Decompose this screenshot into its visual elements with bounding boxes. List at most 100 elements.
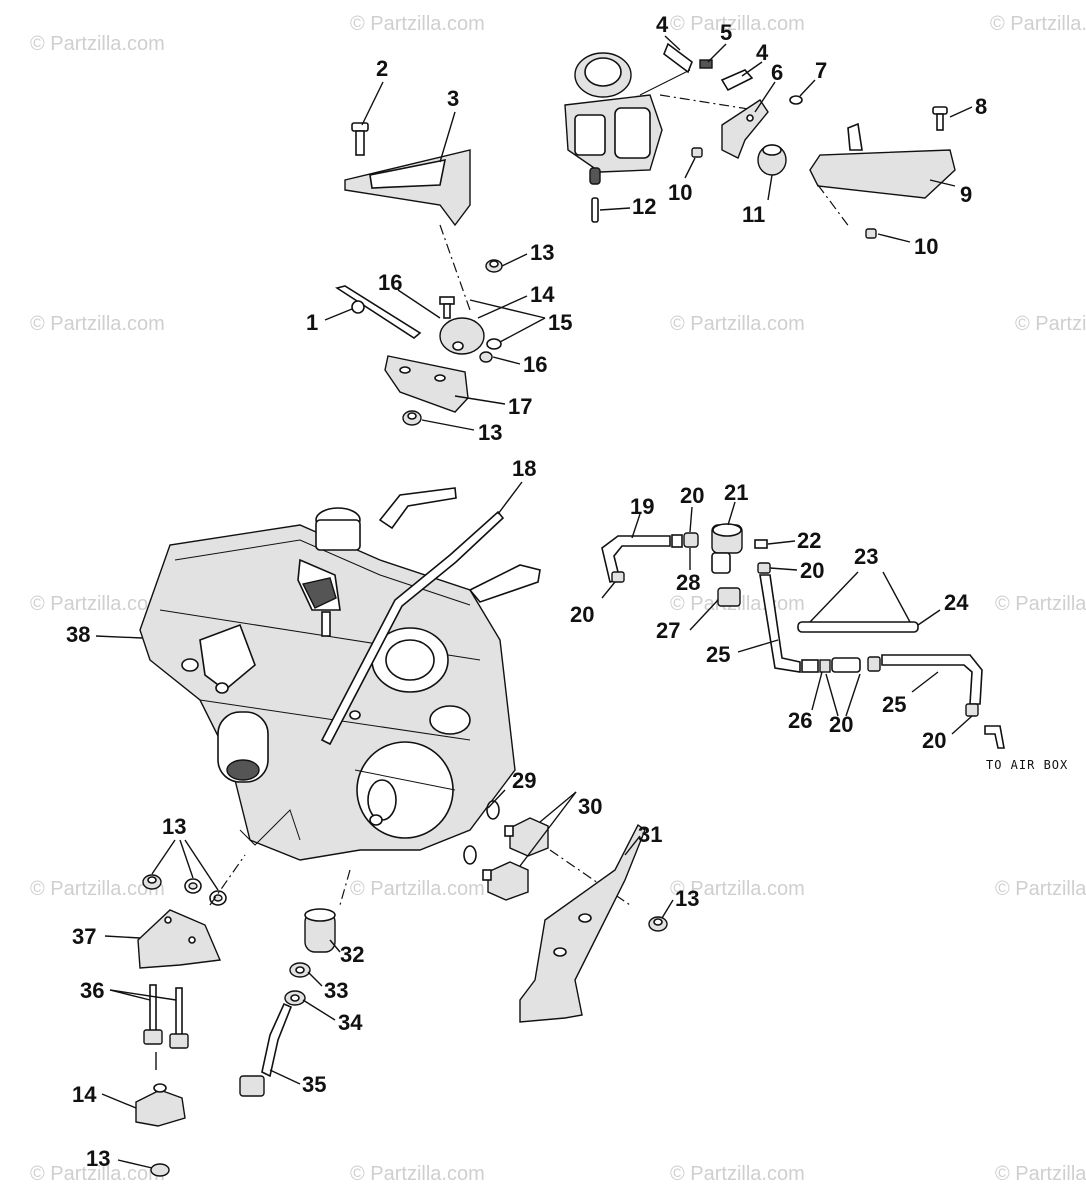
bolt-8[interactable] bbox=[932, 106, 948, 131]
callout-34: 34 bbox=[338, 1010, 363, 1035]
watermark: © Partzilla.com bbox=[995, 878, 1086, 900]
clamp-20-c[interactable] bbox=[867, 656, 881, 672]
screw-7[interactable] bbox=[789, 95, 803, 105]
callout-26: 26 bbox=[788, 708, 812, 733]
callout-18: 18 bbox=[512, 456, 536, 481]
nut-13-bottom[interactable] bbox=[150, 1163, 170, 1177]
callout-8: 8 bbox=[975, 94, 987, 119]
mounts-30[interactable] bbox=[482, 817, 549, 901]
callout-20: 20 bbox=[570, 602, 594, 627]
nut-13-lower-left[interactable] bbox=[402, 410, 422, 426]
mount-11[interactable] bbox=[757, 144, 787, 176]
callout-19: 19 bbox=[630, 494, 654, 519]
watermark: © Partzilla.com bbox=[670, 13, 805, 35]
nut-13-rear[interactable] bbox=[648, 916, 668, 932]
hose-24[interactable] bbox=[797, 621, 919, 633]
callout-23: 23 bbox=[854, 544, 878, 569]
bolt-16-upper[interactable] bbox=[439, 296, 455, 319]
callout-3: 3 bbox=[447, 86, 459, 111]
callout-33: 33 bbox=[324, 978, 348, 1003]
mount-14-lower[interactable] bbox=[135, 1083, 186, 1127]
mount-14-upper[interactable] bbox=[439, 317, 485, 355]
watermark: © Partzilla.com bbox=[670, 1163, 805, 1185]
watermark: © Partzilla.com bbox=[30, 313, 165, 335]
callout-31: 31 bbox=[638, 822, 662, 847]
carburetor[interactable] bbox=[564, 52, 663, 185]
spacer-32[interactable] bbox=[304, 908, 336, 953]
bracket-6[interactable] bbox=[721, 99, 769, 159]
bracket-37[interactable] bbox=[137, 909, 222, 969]
callout-13: 13 bbox=[86, 1146, 110, 1171]
breather-tube-18[interactable] bbox=[320, 510, 505, 746]
hose-25-left[interactable] bbox=[759, 574, 801, 673]
engine-assembly-38[interactable] bbox=[139, 487, 541, 861]
callout-16: 16 bbox=[523, 352, 547, 377]
callout-10: 10 bbox=[668, 180, 692, 205]
callout-20: 20 bbox=[680, 483, 704, 508]
callout-32: 32 bbox=[340, 942, 364, 967]
callout-2: 2 bbox=[376, 56, 388, 81]
callout-14: 14 bbox=[530, 282, 555, 307]
washer-34[interactable] bbox=[284, 990, 306, 1006]
clip-27[interactable] bbox=[717, 587, 741, 607]
callout-1: 1 bbox=[306, 310, 318, 335]
nut-10-lower[interactable] bbox=[865, 228, 877, 239]
washer-33[interactable] bbox=[289, 962, 311, 978]
shaft-1[interactable] bbox=[335, 285, 422, 339]
tee-26[interactable] bbox=[801, 657, 861, 673]
bolt-35[interactable] bbox=[239, 1002, 293, 1097]
callout-15: 15 bbox=[548, 310, 572, 335]
callout-6: 6 bbox=[771, 60, 783, 85]
callout-28: 28 bbox=[676, 570, 700, 595]
pin-12[interactable] bbox=[591, 197, 599, 223]
callout-7: 7 bbox=[815, 58, 827, 83]
callout-5: 5 bbox=[720, 20, 732, 45]
callout-21: 21 bbox=[724, 480, 748, 505]
watermark: © Partzilla.com bbox=[995, 593, 1086, 615]
air-box-fitting[interactable] bbox=[984, 725, 1005, 749]
bolts-36[interactable] bbox=[143, 984, 189, 1049]
watermark: © Partzilla.com bbox=[30, 1163, 165, 1185]
watermark: © Partzilla.com bbox=[670, 878, 805, 900]
washer-29[interactable] bbox=[463, 800, 500, 865]
nut-13-lower-group[interactable] bbox=[142, 874, 227, 906]
callout-10: 10 bbox=[914, 234, 938, 259]
washer-15[interactable] bbox=[486, 338, 502, 350]
watermark: © Partzilla.com bbox=[1015, 313, 1086, 335]
bracket-9[interactable] bbox=[809, 122, 956, 199]
clamp-20-a[interactable] bbox=[611, 571, 625, 583]
watermark: © Partzilla.com bbox=[995, 1163, 1086, 1185]
nut-13-upper[interactable] bbox=[485, 259, 503, 273]
bracket-3[interactable] bbox=[344, 149, 471, 227]
callout-29: 29 bbox=[512, 768, 536, 793]
watermark: © Partzilla.com bbox=[30, 878, 165, 900]
callout-22: 22 bbox=[797, 528, 821, 553]
callout-4: 4 bbox=[756, 40, 769, 65]
fitting-22[interactable] bbox=[754, 539, 768, 549]
callout-13: 13 bbox=[478, 420, 502, 445]
callout-35: 35 bbox=[302, 1072, 326, 1097]
bracket-17[interactable] bbox=[384, 355, 469, 413]
callout-16: 16 bbox=[378, 270, 402, 295]
fitting-5[interactable] bbox=[639, 59, 713, 96]
clamp-20-b[interactable] bbox=[757, 562, 771, 574]
callout-20: 20 bbox=[829, 712, 853, 737]
nut-10-upper[interactable] bbox=[691, 147, 703, 158]
callout-36: 36 bbox=[80, 978, 104, 1003]
clamp-20-d[interactable] bbox=[965, 703, 979, 717]
callout-38: 38 bbox=[66, 622, 90, 647]
callout-13: 13 bbox=[530, 240, 554, 265]
callout-13: 13 bbox=[162, 814, 186, 839]
bolt-2[interactable] bbox=[351, 122, 369, 156]
watermark: © Partzilla.com bbox=[990, 13, 1086, 35]
watermark: © Partzilla.com bbox=[30, 33, 165, 55]
callout-9: 9 bbox=[960, 182, 972, 207]
valve-21[interactable] bbox=[711, 523, 743, 574]
bracket-31[interactable] bbox=[519, 823, 646, 1023]
callout-30: 30 bbox=[578, 794, 602, 819]
fitting-28[interactable] bbox=[671, 532, 699, 548]
nut-16-lower[interactable] bbox=[479, 351, 493, 363]
callout-25: 25 bbox=[706, 642, 730, 667]
note-to-air-box: TO AIR BOX bbox=[986, 758, 1068, 772]
callout-24: 24 bbox=[944, 590, 969, 615]
